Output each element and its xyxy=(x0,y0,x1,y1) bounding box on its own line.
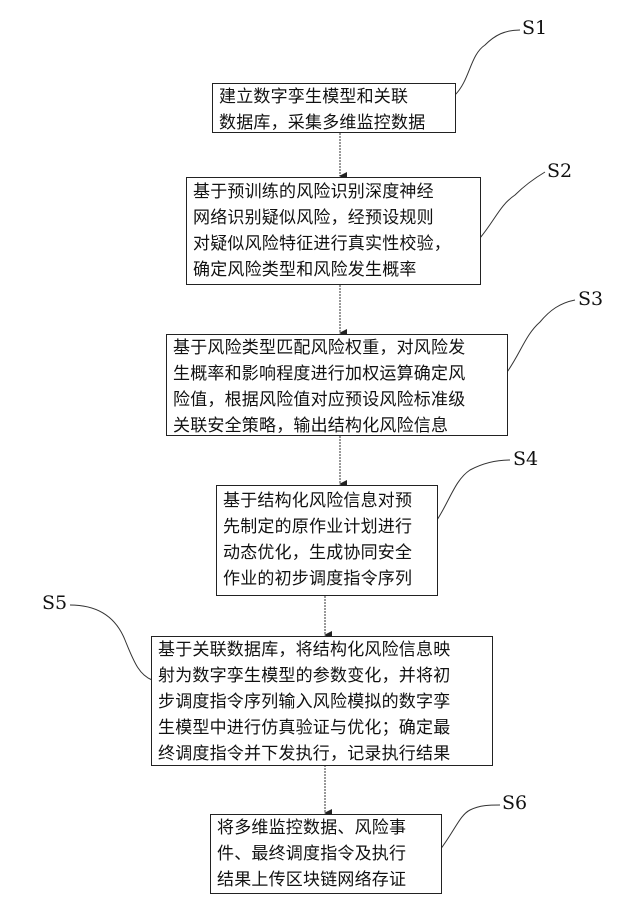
step-box-s6: 将多维监控数据、风险事 件、最终调度指令及执行 结果上传区块链网络存证 xyxy=(210,814,442,894)
step-box-s2: 基于预训练的风险识别深度神经 网络识别疑似风险，经预设规则 对疑似风险特征进行真… xyxy=(186,177,481,285)
leader-s5 xyxy=(70,605,152,680)
step-label-s1: S1 xyxy=(522,17,547,39)
leader-s6 xyxy=(440,805,500,850)
step-s5-line-3: 步调度指令序列输入风险模拟的数字孪 xyxy=(158,689,486,715)
step-s2-line-3: 对疑似风险特征进行真实性校验， xyxy=(193,231,474,257)
step-s5-line-2: 射为数字孪生模型的参数变化，并将初 xyxy=(158,663,486,689)
step-label-s3: S3 xyxy=(578,288,603,310)
step-s5-line-5: 终调度指令并下发执行，记录执行结果 xyxy=(158,741,486,767)
step-s3-line-4: 关联安全策略，输出结构化风险信息 xyxy=(173,413,501,439)
step-s2-line-2: 网络识别疑似风险，经预设规则 xyxy=(193,205,474,231)
step-box-s1: 建立数字孪生模型和关联 数据库，采集多维监控数据 xyxy=(212,83,456,133)
step-box-s3: 基于风险类型匹配风险权重，对风险发 生概率和影响程度进行加权运算确定风 险值，根… xyxy=(166,334,508,436)
leader-s4 xyxy=(437,460,510,520)
step-s1-line-2: 数据库，采集多维监控数据 xyxy=(219,110,449,136)
step-label-s5: S5 xyxy=(42,592,67,614)
step-s4-line-3: 动态优化，生成协同安全 xyxy=(223,540,431,566)
step-s4-line-4: 作业的初步调度指令序列 xyxy=(223,566,431,592)
step-label-s4: S4 xyxy=(513,448,538,470)
leader-s1 xyxy=(455,30,520,95)
step-s1-line-1: 建立数字孪生模型和关联 xyxy=(219,84,449,110)
step-box-s5: 基于关联数据库，将结构化风险信息映 射为数字孪生模型的参数变化，并将初 步调度指… xyxy=(151,636,493,766)
step-s5-line-1: 基于关联数据库，将结构化风险信息映 xyxy=(158,637,486,663)
leader-s3 xyxy=(505,300,575,375)
step-label-s6: S6 xyxy=(502,792,527,814)
step-s4-line-2: 先制定的原作业计划进行 xyxy=(223,514,431,540)
step-s3-line-3: 险值，根据风险值对应预设风险标准级 xyxy=(173,387,501,413)
step-box-s4: 基于结构化风险信息对预 先制定的原作业计划进行 动态优化，生成协同安全 作业的初… xyxy=(216,485,438,596)
step-s5-line-4: 生模型中进行仿真验证与优化；确定最 xyxy=(158,715,486,741)
step-s4-line-1: 基于结构化风险信息对预 xyxy=(223,488,431,514)
step-s6-line-2: 件、最终调度指令及执行 xyxy=(217,841,435,867)
step-s2-line-1: 基于预训练的风险识别深度神经 xyxy=(193,179,474,205)
step-s2-line-4: 确定风险类型和风险发生概率 xyxy=(193,257,474,283)
step-s6-line-1: 将多维监控数据、风险事 xyxy=(217,815,435,841)
step-s6-line-3: 结果上传区块链网络存证 xyxy=(217,867,435,893)
leader-s2 xyxy=(480,172,545,238)
step-s3-line-1: 基于风险类型匹配风险权重，对风险发 xyxy=(173,335,501,361)
step-s3-line-2: 生概率和影响程度进行加权运算确定风 xyxy=(173,361,501,387)
step-label-s2: S2 xyxy=(547,160,572,182)
